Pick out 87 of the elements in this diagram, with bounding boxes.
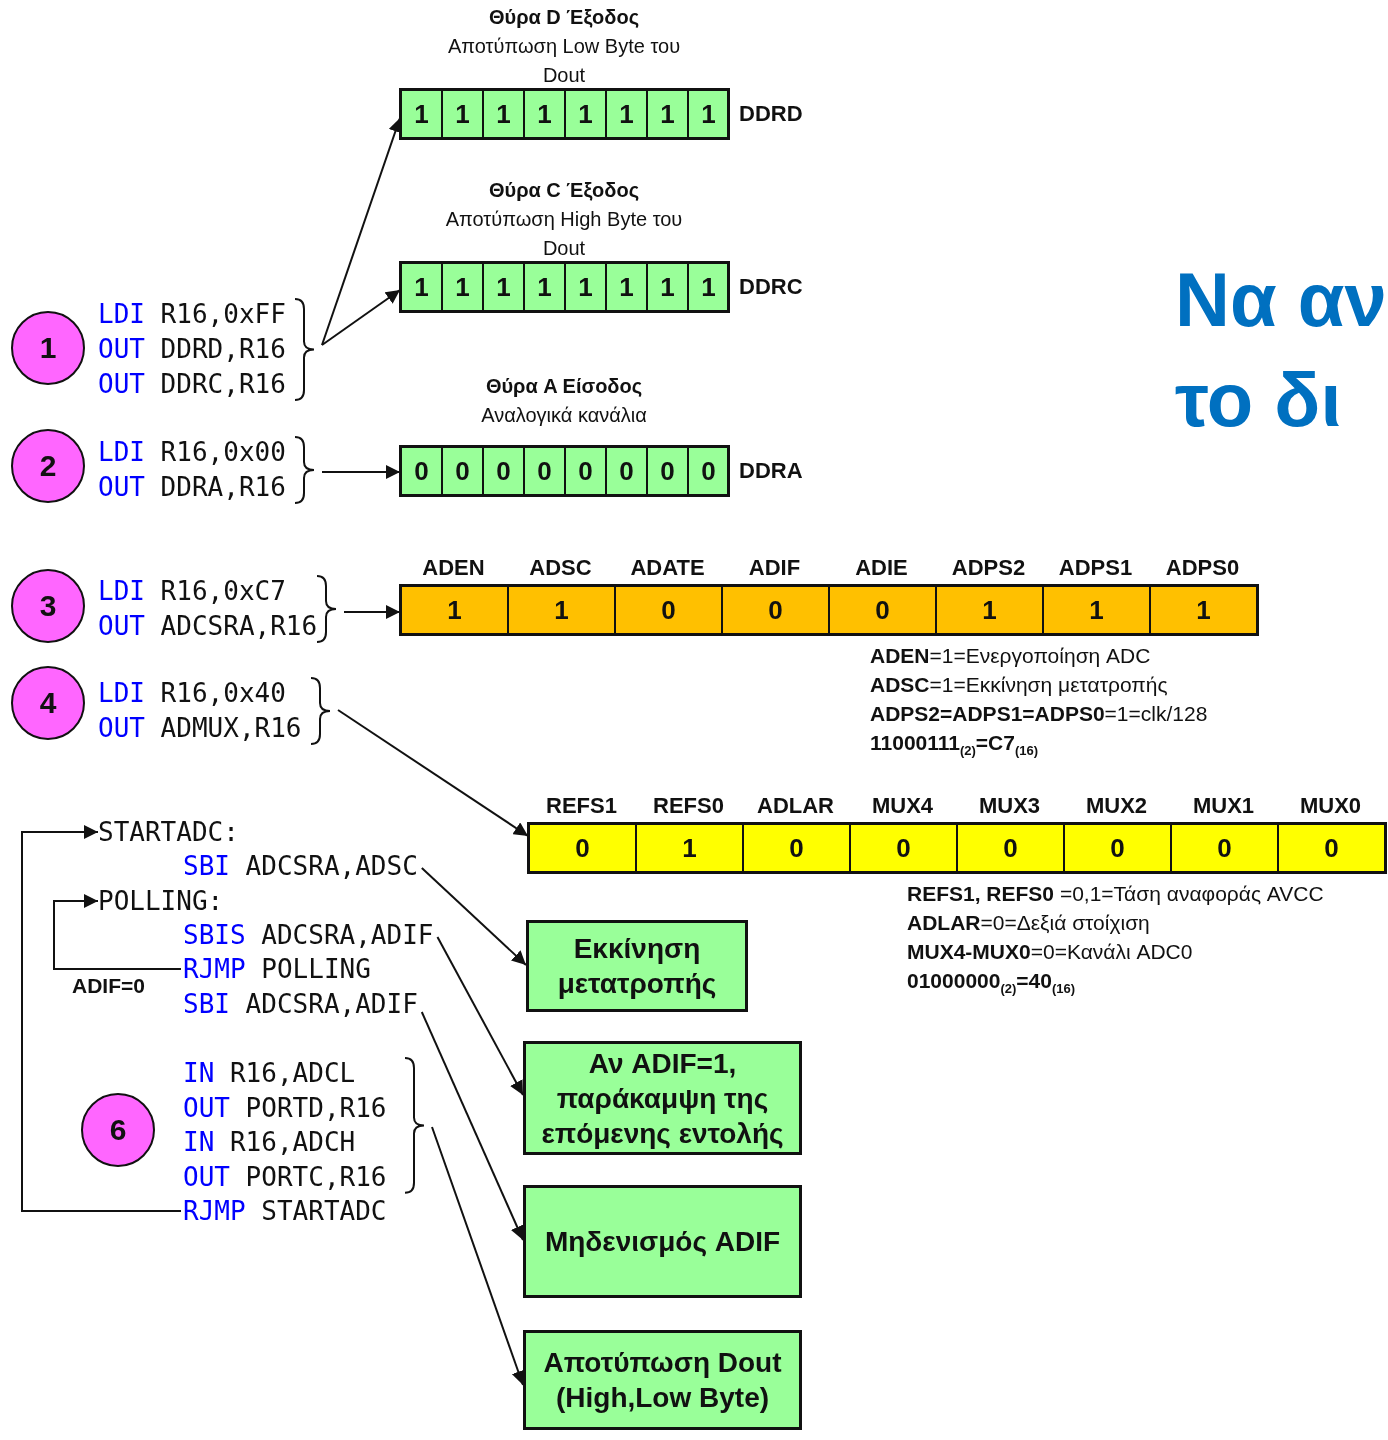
numbered-circle: 1	[11, 311, 85, 385]
note-text: 01000000$_{(2)}$=40$_{(16)}$	[907, 968, 1077, 999]
code-line: OUT DDRC,R16	[98, 368, 286, 401]
code-line: IN R16,ADCL	[183, 1057, 356, 1090]
bit-name: ADLAR	[756, 792, 835, 820]
bit-cell: 1	[1149, 585, 1258, 635]
numbered-circle: 3	[11, 569, 85, 643]
code-line: SBI ADCSRA,ADIF	[183, 987, 418, 1021]
code-line: OUT PORTC,R16	[183, 1161, 387, 1195]
bit-cell: 0	[614, 585, 723, 635]
bit-name: ADPS1	[1057, 554, 1134, 582]
bit-cell: 0	[1170, 823, 1279, 873]
bit-name: MUX0	[1298, 792, 1363, 820]
bit-cell: 1	[1042, 585, 1151, 635]
bit-name: ADIE	[854, 554, 909, 582]
note-text: REFS1, REFS0 =0,1=Τάση αναφοράς AVCC	[907, 881, 1324, 907]
register-heading: Θύρα C Έξοδος	[488, 178, 640, 203]
bit-name: MUX1	[1191, 792, 1256, 820]
code-line: LDI R16,0xFF	[98, 298, 286, 331]
bit-name: REFS0	[652, 792, 725, 820]
register-heading: Θύρα D Έξοδος	[488, 5, 640, 30]
bit-name: MUX2	[1084, 792, 1149, 820]
arrow	[53, 894, 182, 970]
bit-cell: 0	[849, 823, 958, 873]
bit-cell: 0	[721, 585, 830, 635]
numbered-circle: 2	[11, 429, 85, 503]
code-line: LDI R16,0xC7	[98, 575, 286, 608]
bit-name: MUX4	[870, 792, 935, 820]
code-line: OUT DDRD,R16	[98, 333, 286, 366]
note-text: 11000111$_{(2)}$=C7$_{(16)}$	[870, 730, 1040, 761]
bit-name: REFS1	[545, 792, 618, 820]
arrow	[420, 867, 527, 966]
arrow	[337, 709, 529, 837]
register-heading: Θύρα A Είσοδος	[485, 374, 643, 399]
register-caption: Αποτύπωση Low Byte του Dout	[446, 34, 682, 88]
bit-cell: 1	[635, 823, 744, 873]
note-text: ADLAR=0=Δεξιά στοίχιση	[907, 910, 1151, 936]
bit-name: ADIF	[747, 554, 802, 582]
bit-name: ADSC	[528, 554, 593, 582]
arrow	[431, 1126, 525, 1386]
bit-cell: 0	[1063, 823, 1172, 873]
arrow	[321, 289, 401, 346]
arrow	[436, 936, 524, 1096]
note-text: MUX4-MUX0=0=Κανάλι ADC0	[907, 939, 1194, 965]
process-box: Εκκίνηση μετατροπής	[526, 920, 748, 1012]
process-box: Αν ADIF=1, παράκαμψη της επόμενης εντολής	[523, 1041, 802, 1155]
slide-title: Να αν το δι	[1175, 256, 1388, 444]
code-line: RJMP POLLING	[183, 952, 371, 986]
arrow	[420, 1011, 524, 1241]
code-line: OUT ADMUX,R16	[98, 712, 302, 745]
bit-cell: 0	[742, 823, 851, 873]
code-line: OUT PORTD,R16	[183, 1091, 387, 1125]
bit-cell: 0	[1277, 823, 1386, 873]
arrow	[343, 605, 401, 619]
code-line: RJMP STARTADC	[183, 1194, 387, 1228]
bit-cell: 1	[935, 585, 1044, 635]
code-line: SBI ADCSRA,ADSC	[183, 849, 418, 883]
code-line: OUT ADCSRA,R16	[98, 610, 318, 643]
code-line: STARTADC:	[98, 815, 239, 849]
process-box: Αποτύπωση Dout (High,Low Byte)	[523, 1330, 802, 1430]
numbered-circle: 4	[11, 666, 85, 740]
arrow	[321, 465, 401, 479]
note-text: ADPS2=ADPS1=ADPS0=1=clk/128	[870, 701, 1208, 727]
code-line: SBIS ADCSRA,ADIF	[183, 918, 434, 952]
bit-name: ADATE	[629, 554, 706, 582]
bit-name: ADEN	[421, 554, 486, 582]
bit-cell: 0	[828, 585, 937, 635]
process-box: Μηδενισμός ADIF	[523, 1185, 802, 1298]
bit-name: ADPS0	[1164, 554, 1241, 582]
bit-name: ADPS2	[950, 554, 1027, 582]
register-name: DDRC	[739, 273, 803, 301]
bit-cell: 1	[507, 585, 616, 635]
numbered-circle: 6	[81, 1093, 155, 1167]
code-line: POLLING:	[98, 884, 224, 918]
code-line: IN R16,ADCH	[183, 1126, 356, 1160]
register-caption: Αποτύπωση High Byte του Dout	[444, 207, 684, 261]
bit-name: MUX3	[977, 792, 1042, 820]
register-caption: Αναλογικά κανάλια	[481, 403, 647, 428]
code-line: OUT DDRA,R16	[98, 471, 286, 504]
note-text: ADSC=1=Εκκίνηση μετατροπής	[870, 672, 1169, 698]
code-line: LDI R16,0x40	[98, 677, 286, 710]
register-name: DDRA	[739, 457, 803, 485]
arrow	[21, 825, 182, 1212]
note-text: ADEN=1=Ενεργοποίηση ADC	[870, 643, 1152, 669]
register-name: DDRD	[739, 100, 803, 128]
bit-cell: 0	[956, 823, 1065, 873]
code-line: LDI R16,0x00	[98, 436, 286, 469]
